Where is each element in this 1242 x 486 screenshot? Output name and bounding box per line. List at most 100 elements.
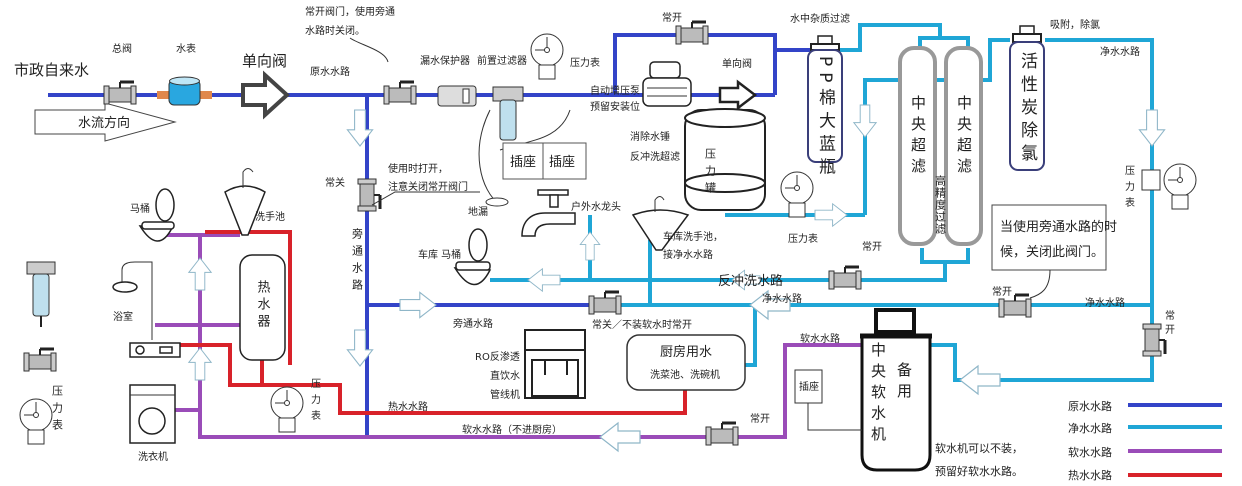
svg-text:原水水路: 原水水路: [1068, 400, 1112, 413]
svg-text:软水水路: 软水水路: [1068, 445, 1112, 459]
svg-text:热水水路: 热水水路: [388, 400, 428, 413]
water-softener: 中央软水机 备用: [860, 308, 932, 472]
svg-text:自动增压泵: 自动增压泵: [590, 84, 640, 97]
svg-text:常开阀门，使用旁通: 常开阀门，使用旁通: [305, 5, 395, 18]
svg-text:热水器: 热水器: [255, 280, 271, 331]
svg-text:PP棉大蓝瓶: PP棉大蓝瓶: [815, 56, 836, 181]
backwash-valve-icon: [827, 265, 863, 291]
svg-text:压力表: 压力表: [1123, 165, 1135, 213]
svg-text:使用时打开，: 使用时打开，: [388, 162, 448, 175]
washing-machine-icon: [129, 384, 176, 444]
svg-text:插座: 插座: [510, 155, 536, 170]
svg-text:压力表: 压力表: [570, 56, 600, 69]
garage-toilet-icon: [453, 228, 492, 286]
svg-text:净水水路: 净水水路: [1085, 296, 1125, 309]
svg-text:洗衣机: 洗衣机: [138, 450, 168, 463]
svg-text:吸附，除氯: 吸附，除氯: [1050, 18, 1100, 31]
pressure-tank: 压力罐: [684, 108, 766, 211]
svg-text:前置过滤器: 前置过滤器: [477, 54, 527, 67]
svg-text:软水机可以不装，: 软水机可以不装，: [935, 441, 1023, 455]
toilet-icon: [138, 188, 175, 242]
svg-text:插座: 插座: [549, 155, 575, 170]
pressure-gauge-soft-icon: [270, 386, 304, 433]
floor-drain-icon: [485, 197, 509, 207]
svg-text:压力表: 压力表: [309, 378, 321, 426]
svg-text:反冲洗超滤: 反冲洗超滤: [630, 150, 680, 163]
svg-text:压力表: 压力表: [788, 232, 818, 245]
svg-text:厨房用水: 厨房用水: [660, 344, 712, 360]
svg-text:注意关闭常开阀门: 注意关闭常开阀门: [388, 180, 468, 193]
svg-text:RO反渗透: RO反渗透: [475, 350, 520, 363]
check-valve-2-icon: [718, 79, 758, 111]
svg-text:水中杂质过滤: 水中杂质过滤: [790, 12, 850, 25]
svg-text:马桶: 马桶: [130, 202, 150, 215]
sockets-box: 插座 插座: [502, 142, 587, 180]
svg-text:常开: 常开: [662, 11, 682, 24]
svg-text:净水水路: 净水水路: [762, 292, 802, 305]
normally-closed-clean-valve-icon: [587, 290, 623, 316]
svg-text:常开: 常开: [992, 285, 1012, 298]
legend-filter-icon: [26, 261, 56, 327]
bypass-note-box: 当使用旁通水路的时 候，关闭此阀门。: [991, 204, 1117, 299]
legend-gauge-icon: [19, 398, 53, 445]
svg-text:预留好软水水路。: 预留好软水水路。: [935, 464, 1023, 478]
svg-text:中央超滤: 中央超滤: [909, 95, 927, 179]
svg-text:常开: 常开: [1163, 309, 1175, 338]
booster-pump-icon: [642, 61, 692, 107]
svg-text:插座: 插座: [799, 380, 819, 393]
normally-open-valve-icon: [382, 80, 418, 106]
svg-text:市政自来水: 市政自来水: [14, 61, 89, 79]
pp-filter: PP棉大蓝瓶: [807, 35, 843, 181]
svg-text:水表: 水表: [176, 42, 196, 55]
main-valve-icon: [102, 80, 138, 106]
shower-icon: [112, 261, 153, 340]
check-valve-icon: [241, 70, 290, 120]
svg-text:洗菜池、洗碗机: 洗菜池、洗碗机: [650, 368, 720, 381]
svg-text:压力罐: 压力罐: [704, 148, 717, 199]
water-meter-icon: [157, 76, 212, 106]
svg-text:常开: 常开: [862, 240, 882, 253]
svg-text:当使用旁通水路的时: 当使用旁通水路的时: [1000, 219, 1117, 235]
hot-water-pipes: [155, 230, 687, 415]
svg-text:净水水路: 净水水路: [1100, 45, 1140, 58]
svg-text:常关／不装软水时常开: 常关／不装软水时常开: [592, 318, 692, 331]
legend-item-raw: 原水水路: [1068, 400, 1222, 413]
legend-item-clean: 净水水路: [1068, 421, 1222, 435]
svg-text:直饮水: 直饮水: [490, 369, 520, 382]
svg-text:活性炭除氯: 活性炭除氯: [1017, 52, 1038, 167]
svg-text:预留安装位: 预留安装位: [590, 100, 640, 113]
svg-text:旁通水路: 旁通水路: [351, 227, 364, 296]
soft-normally-open-valve-icon: [704, 421, 740, 447]
svg-text:消除水锤: 消除水锤: [630, 130, 670, 143]
carbon-filter: 活性炭除氯: [1009, 25, 1045, 171]
svg-text:水流方向: 水流方向: [78, 115, 130, 131]
softener-socket: 插座: [794, 369, 862, 431]
svg-text:中央超滤: 中央超滤: [955, 95, 973, 179]
leak-protector-icon: [437, 85, 477, 107]
svg-text:中央软水机: 中央软水机: [869, 342, 887, 447]
svg-text:常开: 常开: [750, 412, 770, 425]
pressure-gauge-tank-icon: [780, 171, 814, 218]
ultrafilter-2: 中央超滤: [944, 46, 983, 246]
callout-line: [371, 191, 480, 206]
svg-text:候，关闭此阀门。: 候，关闭此阀门。: [1000, 245, 1104, 260]
legend-pressure-label: 压力表: [51, 385, 64, 436]
water-heater: 热水器: [239, 254, 286, 361]
text-labels: 市政自来水 总阀 水表 单向阀 原水水路 常开阀门，使用旁通 水路时关闭。 漏水…: [14, 5, 1175, 478]
normally-closed-valve-icon: [356, 177, 382, 213]
flow-direction-arrow: 水流方向: [34, 102, 177, 142]
svg-text:洗手池: 洗手池: [255, 210, 285, 223]
wash-basin-icon: [224, 168, 266, 236]
svg-text:反冲洗水路: 反冲洗水路: [718, 273, 783, 289]
svg-text:管线机: 管线机: [490, 388, 520, 401]
svg-text:总阀: 总阀: [112, 42, 132, 55]
pressure-gauge-icon: [530, 33, 564, 80]
ultrafilter-1: 中央超滤: [898, 46, 937, 246]
svg-text:净水水路: 净水水路: [1068, 421, 1112, 435]
svg-text:车库 马桶: 车库 马桶: [418, 248, 461, 261]
legend-item-hot: 热水水路: [1068, 469, 1222, 482]
svg-text:浴室: 浴室: [113, 310, 133, 323]
pre-filter-icon: [492, 86, 524, 141]
svg-text:原水水路: 原水水路: [310, 65, 350, 78]
